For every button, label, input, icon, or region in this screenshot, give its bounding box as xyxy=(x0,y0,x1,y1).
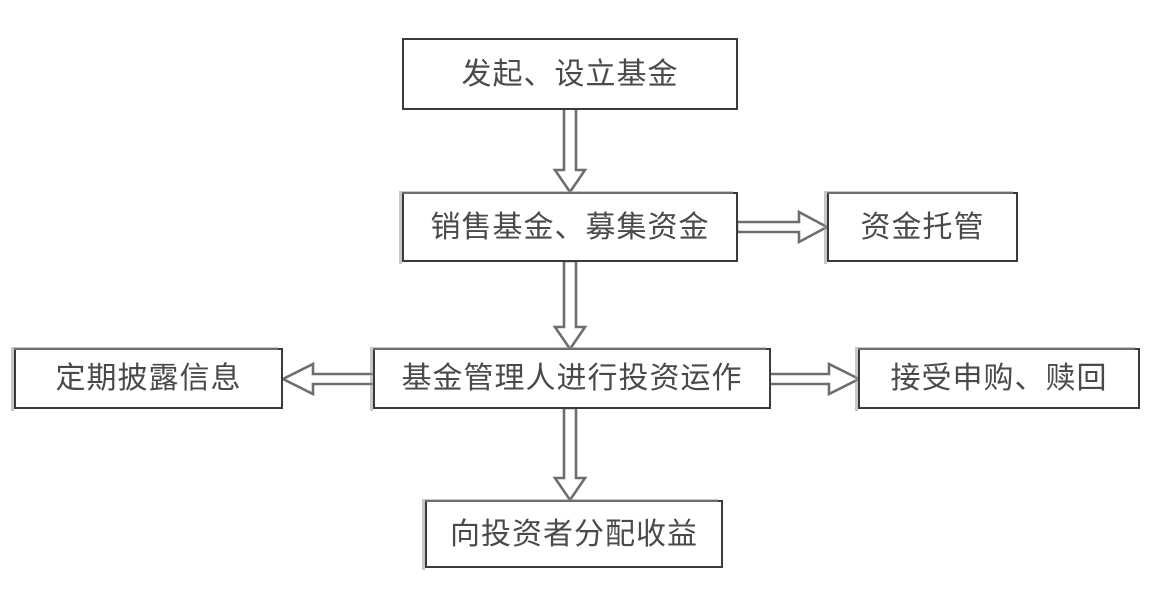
node-sell-raise[interactable]: 销售基金、募集资金 xyxy=(399,191,738,264)
node-disclose-label: 定期披露信息 xyxy=(55,361,242,396)
node-distribute[interactable]: 向投资者分配收益 xyxy=(422,499,723,570)
node-manager-operate[interactable]: 基金管理人进行投资运作 xyxy=(370,347,771,411)
arrow-initiate-to-sell-raise xyxy=(552,106,588,195)
arrow-sell-raise-to-custody xyxy=(735,209,830,245)
node-subscribe-redeem[interactable]: 接受申购、赎回 xyxy=(855,347,1140,411)
arrow-manager-to-subscribe-redeem xyxy=(767,361,862,397)
node-subscribe-redeem-label: 接受申购、赎回 xyxy=(890,361,1108,396)
arrow-manager-to-distribute xyxy=(552,406,588,503)
node-sell-raise-label: 销售基金、募集资金 xyxy=(430,209,710,245)
node-distribute-label: 向投资者分配收益 xyxy=(450,516,698,552)
node-initiate[interactable]: 发起、设立基金 xyxy=(402,38,738,110)
node-custody-label: 资金托管 xyxy=(860,209,985,245)
node-initiate-label: 发起、设立基金 xyxy=(461,56,679,92)
arrow-manager-to-disclose xyxy=(280,361,377,397)
node-custody[interactable]: 资金托管 xyxy=(824,191,1018,264)
node-manager-operate-label: 基金管理人进行投资运作 xyxy=(401,361,743,396)
node-disclose[interactable]: 定期披露信息 xyxy=(11,347,283,411)
arrow-sell-raise-to-manager xyxy=(552,259,588,352)
